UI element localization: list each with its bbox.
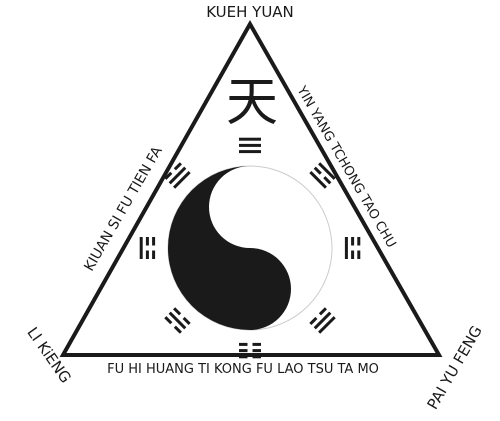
vertex-label-top: KUEH YUAN [206, 3, 294, 21]
trigram-line-broken [309, 316, 318, 325]
trigram-line-broken [164, 171, 173, 180]
trigram-dui [309, 307, 336, 334]
trigram-line-solid [318, 162, 336, 180]
trigram-line-broken [252, 355, 261, 359]
eight-trigrams [139, 137, 361, 359]
trigram-line-solid [168, 311, 187, 330]
trigram-line-broken [351, 237, 355, 246]
trigram-line-broken [351, 250, 355, 259]
trigram-kan [164, 307, 191, 334]
trigram-line-broken [173, 307, 182, 316]
trigram-kun [239, 342, 261, 359]
trigram-line-broken [239, 349, 248, 353]
trigram-line-broken [252, 349, 261, 353]
yin-dot [239, 278, 261, 300]
trigram-line-broken [239, 355, 248, 359]
trigram-line-solid [139, 237, 143, 259]
trigram-line-solid [313, 311, 332, 330]
trigram-line-solid [309, 171, 327, 189]
trigram-line-broken [318, 307, 327, 316]
trigram-li [309, 162, 336, 189]
trigram-qian [239, 137, 261, 154]
trigram-line-solid [344, 237, 348, 259]
trigram-line-broken [173, 325, 182, 334]
trigram-line-broken [252, 342, 261, 346]
trigram-line-broken [145, 250, 149, 259]
trigram-line-solid [173, 171, 191, 189]
trigram-line-broken [239, 342, 248, 346]
trigram-line-broken [313, 166, 322, 175]
trigram-line-broken [357, 250, 361, 259]
trigram-line-solid [318, 316, 336, 334]
yin-yang-symbol [167, 165, 333, 331]
trigram-line-broken [323, 176, 332, 185]
trigram-zhen [344, 237, 361, 259]
tian-glyph: 天 [226, 73, 278, 133]
trigram-line-broken [182, 316, 191, 325]
trigram-line-solid [239, 143, 261, 147]
vertex-label-right: PAI YU FENG [424, 323, 486, 413]
trigram-line-broken [145, 237, 149, 246]
trigram-line-broken [152, 250, 156, 259]
trigram-gen [139, 237, 156, 259]
trigram-line-broken [357, 237, 361, 246]
side-label-bottom: FU HI HUANG TI KONG FU LAO TSU TA MO [107, 362, 379, 377]
trigram-line-broken [164, 316, 173, 325]
trigram-line-broken [173, 162, 182, 171]
trigram-line-solid [239, 137, 261, 141]
yang-dot [239, 196, 261, 218]
triangle-outline [59, 19, 443, 357]
trigram-line-solid [168, 166, 187, 185]
trigram-xun [164, 162, 191, 189]
trigram-line-solid [239, 150, 261, 154]
trigram-line-broken [152, 237, 156, 246]
